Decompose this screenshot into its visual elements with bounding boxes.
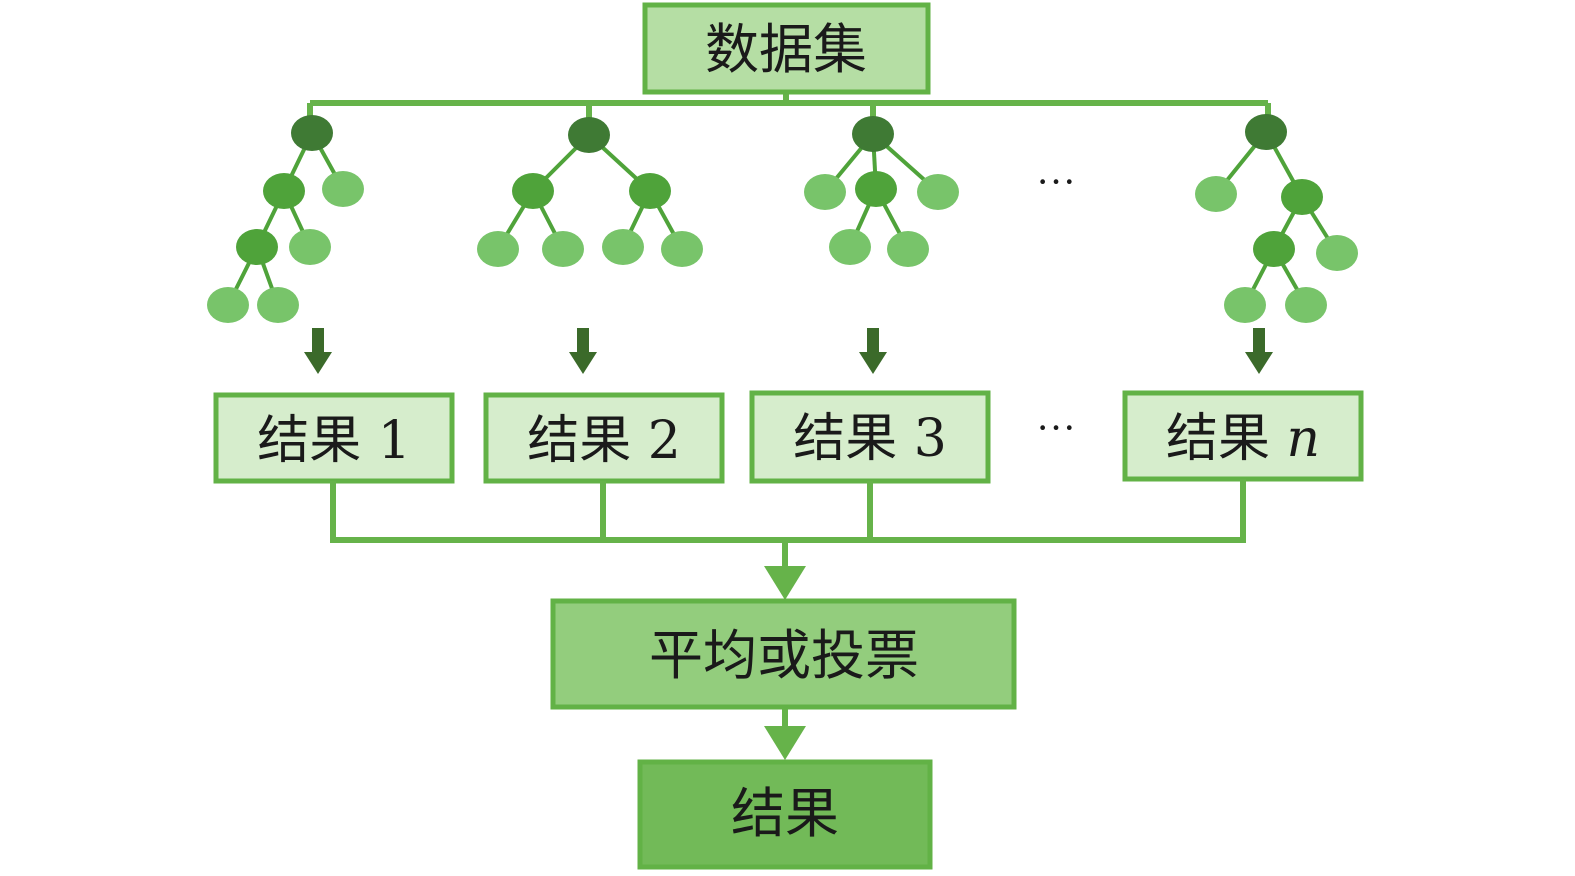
final-result-label: 结果 bbox=[731, 782, 839, 845]
tree-leaf-node bbox=[257, 287, 299, 323]
result-label-text: 结果 bbox=[793, 409, 914, 469]
tree-leaf-node bbox=[804, 174, 846, 210]
final-result-box-rect bbox=[637, 759, 933, 870]
arrow-shaft bbox=[577, 328, 589, 354]
tree-inner-node bbox=[855, 171, 897, 207]
tree-root-node bbox=[291, 115, 333, 151]
arrow-head bbox=[304, 352, 332, 374]
down-arrow-icon bbox=[764, 726, 806, 760]
tree-leaf-node bbox=[887, 231, 929, 267]
dataset-box: 数据集 bbox=[642, 2, 931, 95]
result-label: 结果 3 bbox=[793, 409, 947, 469]
tree-leaf-node bbox=[1285, 287, 1327, 323]
aggregate-box-rect bbox=[550, 598, 1017, 710]
arrow-head bbox=[859, 352, 887, 374]
down-arrow-icon bbox=[764, 566, 806, 600]
results-ellipsis: ··· bbox=[1036, 405, 1076, 450]
arrow-shaft bbox=[867, 328, 879, 354]
tree-3 bbox=[804, 116, 959, 267]
tree-leaf-node bbox=[477, 231, 519, 267]
tree-1 bbox=[207, 115, 364, 323]
tree-root-node bbox=[1245, 114, 1287, 150]
result-box-1: 结果 1 bbox=[213, 392, 455, 484]
result-label: 结果 1 bbox=[257, 411, 411, 471]
tree-inner-node bbox=[629, 173, 671, 209]
tree-leaf-node bbox=[1224, 287, 1266, 323]
arrow-head bbox=[569, 352, 597, 374]
result-box-3: 结果 3 bbox=[749, 390, 991, 484]
tree-leaf-node bbox=[602, 229, 644, 265]
tree-inner-node bbox=[512, 173, 554, 209]
tree-ellipsis: ··· bbox=[1036, 159, 1076, 204]
tree-leaf-node bbox=[542, 231, 584, 267]
result-index: 3 bbox=[914, 409, 947, 469]
down-arrow-icon bbox=[304, 328, 332, 374]
result-label-text: 结果 bbox=[527, 411, 648, 471]
tree-leaf-node bbox=[289, 229, 331, 265]
tree-n bbox=[1195, 114, 1358, 323]
result-box-rect bbox=[213, 392, 455, 484]
tree-inner-node bbox=[263, 173, 305, 209]
arrow-shaft bbox=[312, 328, 324, 354]
dataset-box-rect bbox=[642, 2, 931, 95]
final-result-box: 结果 bbox=[637, 759, 933, 870]
arrow-head bbox=[1245, 352, 1273, 374]
down-arrow-icon bbox=[569, 328, 597, 374]
result-label: 结果 2 bbox=[527, 411, 681, 471]
result-index: n bbox=[1287, 409, 1321, 469]
tree-leaf-node bbox=[829, 229, 871, 265]
tree-root-node bbox=[568, 117, 610, 153]
result-box-rect bbox=[749, 390, 991, 484]
tree-leaf-node bbox=[207, 287, 249, 323]
down-arrow-icon bbox=[1245, 328, 1273, 374]
results-to-aggregate-connectors bbox=[330, 479, 1246, 760]
result-index: 1 bbox=[378, 411, 411, 471]
result-box-2: 结果 2 bbox=[483, 392, 725, 484]
tree-leaf-node bbox=[661, 231, 703, 267]
arrow-shaft bbox=[1253, 328, 1265, 354]
dataset-label: 数据集 bbox=[705, 18, 867, 81]
result-label: 结果 n bbox=[1166, 409, 1320, 469]
tree-2 bbox=[477, 117, 703, 267]
tree-leaf-node bbox=[1316, 235, 1358, 271]
result-index: 2 bbox=[648, 411, 681, 471]
result-label-text: 结果 bbox=[257, 411, 378, 471]
aggregate-box: 平均或投票 bbox=[550, 598, 1017, 710]
aggregate-label: 平均或投票 bbox=[649, 624, 919, 687]
result-label-text: 结果 bbox=[1166, 409, 1287, 469]
tree-leaf-node bbox=[917, 174, 959, 210]
result-box-rect bbox=[483, 392, 725, 484]
tree-inner-node bbox=[236, 229, 278, 265]
tree-leaf-node bbox=[322, 171, 364, 207]
tree-leaf-node bbox=[1195, 176, 1237, 212]
tree-to-result-arrows bbox=[304, 328, 1273, 374]
dataset-to-trees-connectors bbox=[307, 92, 1271, 122]
tree-inner-node bbox=[1253, 231, 1295, 267]
result-box-n: 结果 n bbox=[1122, 390, 1364, 482]
trees-group bbox=[207, 114, 1358, 323]
tree-inner-node bbox=[1281, 179, 1323, 215]
down-arrow-icon bbox=[859, 328, 887, 374]
tree-root-node bbox=[852, 116, 894, 152]
